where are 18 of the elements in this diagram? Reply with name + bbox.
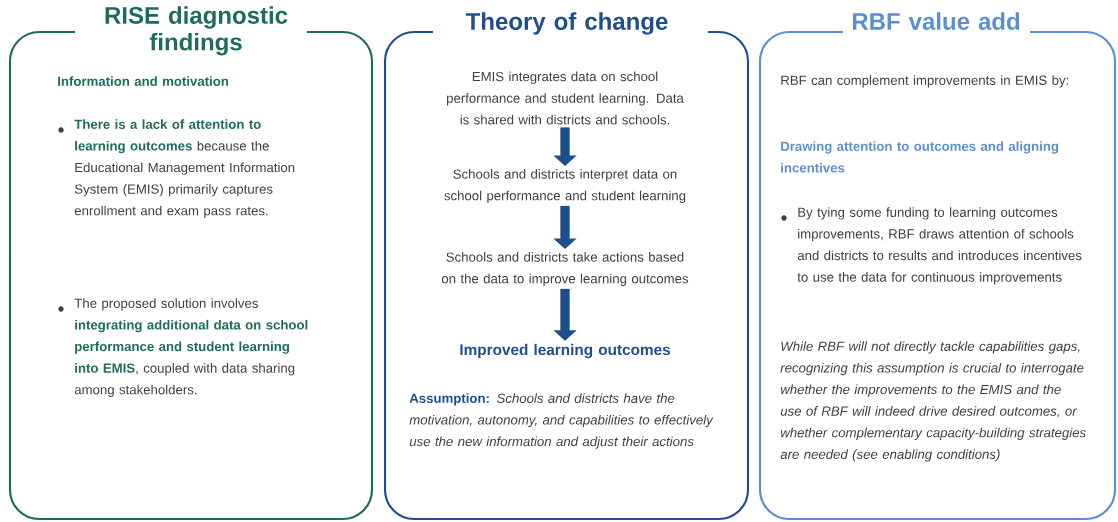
bullet-text: The proposed solution involves integrating additional data on school performance and student learning into EMIS, coupled with data sharing among stakeholders. [74, 298, 308, 397]
heading: RISE diagnostic findings [105, 6, 288, 56]
step-text: EMIS integrates data on school performance and student learning. Data is shared with districts and schools. [447, 71, 684, 125]
step-text: Schools and districts take actions based on the data to improve learning outcomes [441, 252, 689, 286]
panel [8, 6, 374, 521]
panel [758, 12, 1117, 521]
heading: RBF value add [852, 12, 1020, 30]
step-text: Improved learning outcomes [460, 343, 671, 359]
subheading: Drawing attention to outcomes and aligning incentives [781, 141, 1059, 173]
body-text: RBF can complement improvements in EMIS by: [781, 75, 1069, 88]
bullet-text: By tying some funding to learning outcomes improvements, RBF draws attention of schools and districts to results and introduces incentives to use the data for continuous improvements [797, 207, 1082, 285]
note-text: While RBF will not directly tackle capabilities gaps, recognizing this assumption is crucial to interrogate whether the improvements to the EMIS and the use of RBF will indeed drive desired outcomes, or whether complementary capacity-building strategies are needed (see enabling conditions) [780, 341, 1086, 462]
bullet-text: There is a lack of attention to learning outcomes because the Educational Management Information System (EMIS) primarily captures enrollment and exam pass rates. [74, 119, 295, 218]
step-text: Schools and districts interpret data on school performance and student learning [444, 169, 686, 203]
subheading: Information and motivation [58, 76, 229, 86]
heading: Theory of change [465, 12, 668, 35]
panel [383, 12, 750, 521]
body-text: Assumption: Schools and districts have the motivation, autonomy, and capabilities to effectively use the new information and adjust their actions [409, 393, 714, 449]
